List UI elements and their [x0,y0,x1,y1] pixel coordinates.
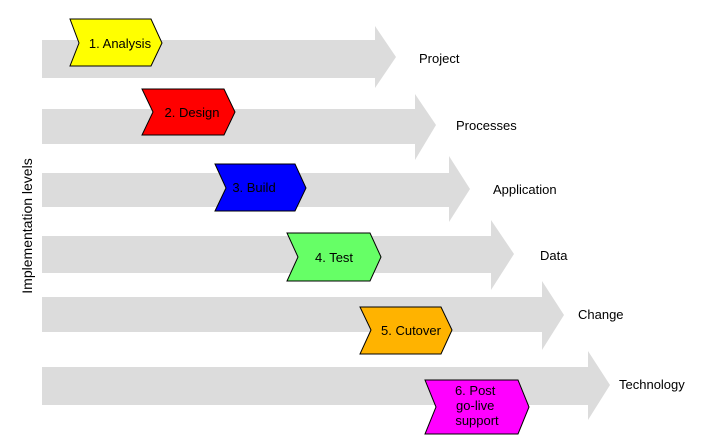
phase-label-test: 4. Test [315,250,353,265]
phase-chevron-post-go-live-support [424,379,530,435]
phase-chevron-cutover [359,306,453,355]
phase-chevron-test [286,232,382,282]
phase-label-build: 3. Build [232,180,275,195]
level-label-processes: Processes [456,118,517,133]
phase-chevron-build [214,163,307,212]
level-label-data: Data [540,248,568,263]
level-label-application: Application [493,182,557,197]
phase-chevron-analysis [69,18,163,67]
phase-label-analysis: 1. Analysis [89,36,152,51]
phase-label-post-go-live-support: 6. Post go-live support [455,383,499,428]
phase-chevron-design [141,88,236,136]
level-label-technology: Technology [619,377,685,392]
level-band-arrow-data [42,220,514,290]
phase-label-design: 2. Design [165,105,220,120]
level-label-change: Change [578,307,624,322]
phase-label-cutover: 5. Cutover [381,323,442,338]
axis-label: Implementation levels [19,158,35,293]
level-band-arrow-processes [42,94,436,160]
level-band-arrow-change [42,281,564,350]
level-label-project: Project [419,51,460,66]
